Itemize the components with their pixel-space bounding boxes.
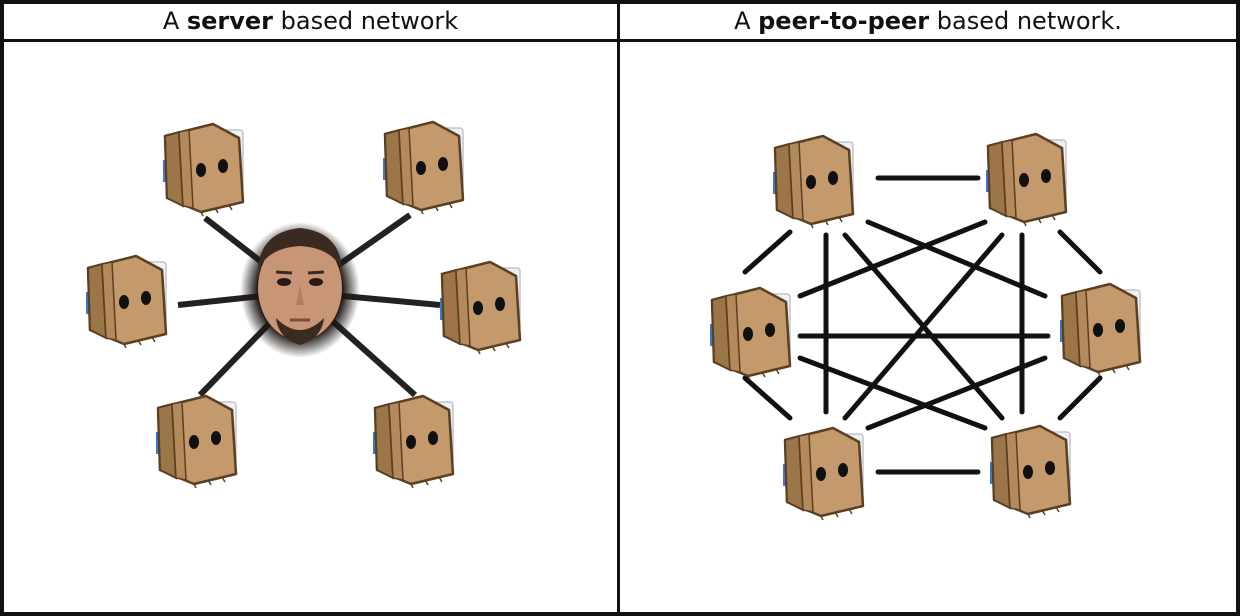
client-node-middle-right <box>438 260 522 356</box>
peer-node-bottom-right <box>988 424 1072 520</box>
left-title-suffix: based network <box>273 7 459 35</box>
peer-link <box>742 229 793 275</box>
peer-node-middle-right <box>1058 282 1142 378</box>
peer-links <box>742 175 1103 475</box>
panel-divider <box>617 0 620 616</box>
client-node-top-left <box>161 122 245 218</box>
peer-link <box>797 219 988 299</box>
client-node-middle-left <box>84 254 168 350</box>
peer-link <box>797 355 988 431</box>
peer-node-top-left <box>771 134 855 230</box>
right-title-suffix: based network. <box>929 7 1122 35</box>
peer-node-top-right <box>984 132 1068 228</box>
face-avatar-icon <box>240 222 360 358</box>
server-node <box>240 222 360 358</box>
right-title-bold: peer-to-peer <box>758 7 930 35</box>
peer-node-middle-left <box>708 286 792 382</box>
left-title-bold: server <box>186 7 274 35</box>
peer-link <box>742 375 793 421</box>
right-panel-title: A peer-to-peer based network. <box>620 4 1236 39</box>
client-node-bottom-left <box>154 394 238 490</box>
peer-link <box>1057 229 1103 275</box>
client-node-top-right <box>381 120 465 216</box>
peer-link <box>842 232 1005 421</box>
left-panel-title: A server based network <box>4 4 617 39</box>
header-divider <box>0 39 1240 42</box>
right-title-prefix: A <box>734 7 759 35</box>
peer-link <box>1057 375 1103 421</box>
peer-node-bottom-left <box>781 426 865 522</box>
peer-link <box>865 219 1048 299</box>
left-title-prefix: A <box>162 7 187 35</box>
client-node-bottom-right <box>371 394 455 490</box>
peer-link <box>865 355 1048 431</box>
